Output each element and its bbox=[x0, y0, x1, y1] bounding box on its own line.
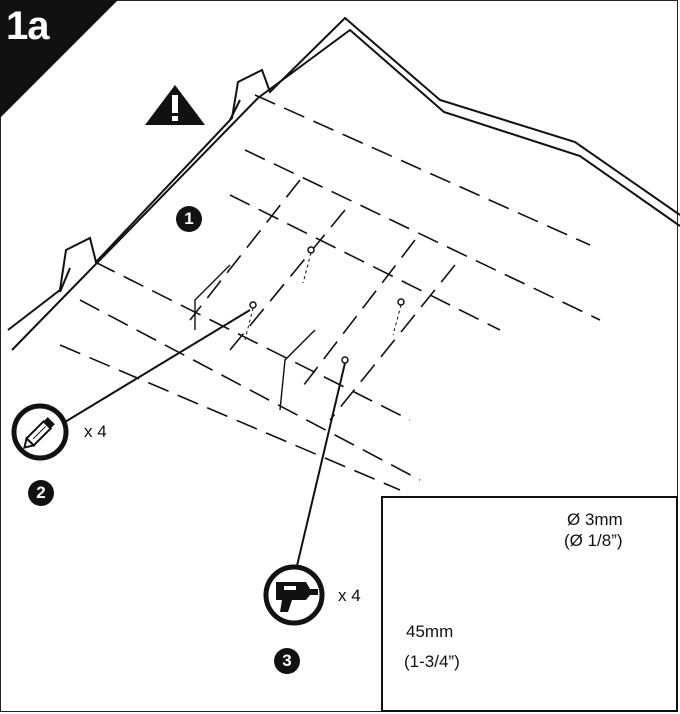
drill-points bbox=[249, 246, 405, 364]
warning-triangle-icon bbox=[145, 85, 205, 125]
callout-1-marker: 1 bbox=[176, 206, 202, 232]
depth-imperial-label: (1-3/4”) bbox=[404, 652, 460, 671]
callout-2-marker: 2 bbox=[28, 480, 54, 506]
diameter-imperial-label: (Ø 1/8”) bbox=[564, 531, 623, 550]
drill-quantity: x 4 bbox=[338, 586, 361, 605]
diameter-metric-label: Ø 3mm bbox=[567, 510, 623, 529]
step-corner-badge bbox=[0, 0, 118, 118]
mount-frames bbox=[194, 264, 316, 411]
pencil-icon bbox=[11, 403, 69, 461]
pencil-quantity: x 4 bbox=[84, 422, 107, 441]
drill-icon bbox=[263, 564, 325, 626]
step-label: 1a bbox=[6, 4, 49, 48]
hole-detail-inset bbox=[381, 496, 678, 712]
depth-metric-label: 45mm bbox=[406, 622, 454, 641]
callout-3-marker: 3 bbox=[274, 648, 300, 674]
leader-lines bbox=[59, 309, 346, 571]
ceiling-molding bbox=[7, 16, 680, 351]
ceiling-joists bbox=[59, 94, 601, 491]
